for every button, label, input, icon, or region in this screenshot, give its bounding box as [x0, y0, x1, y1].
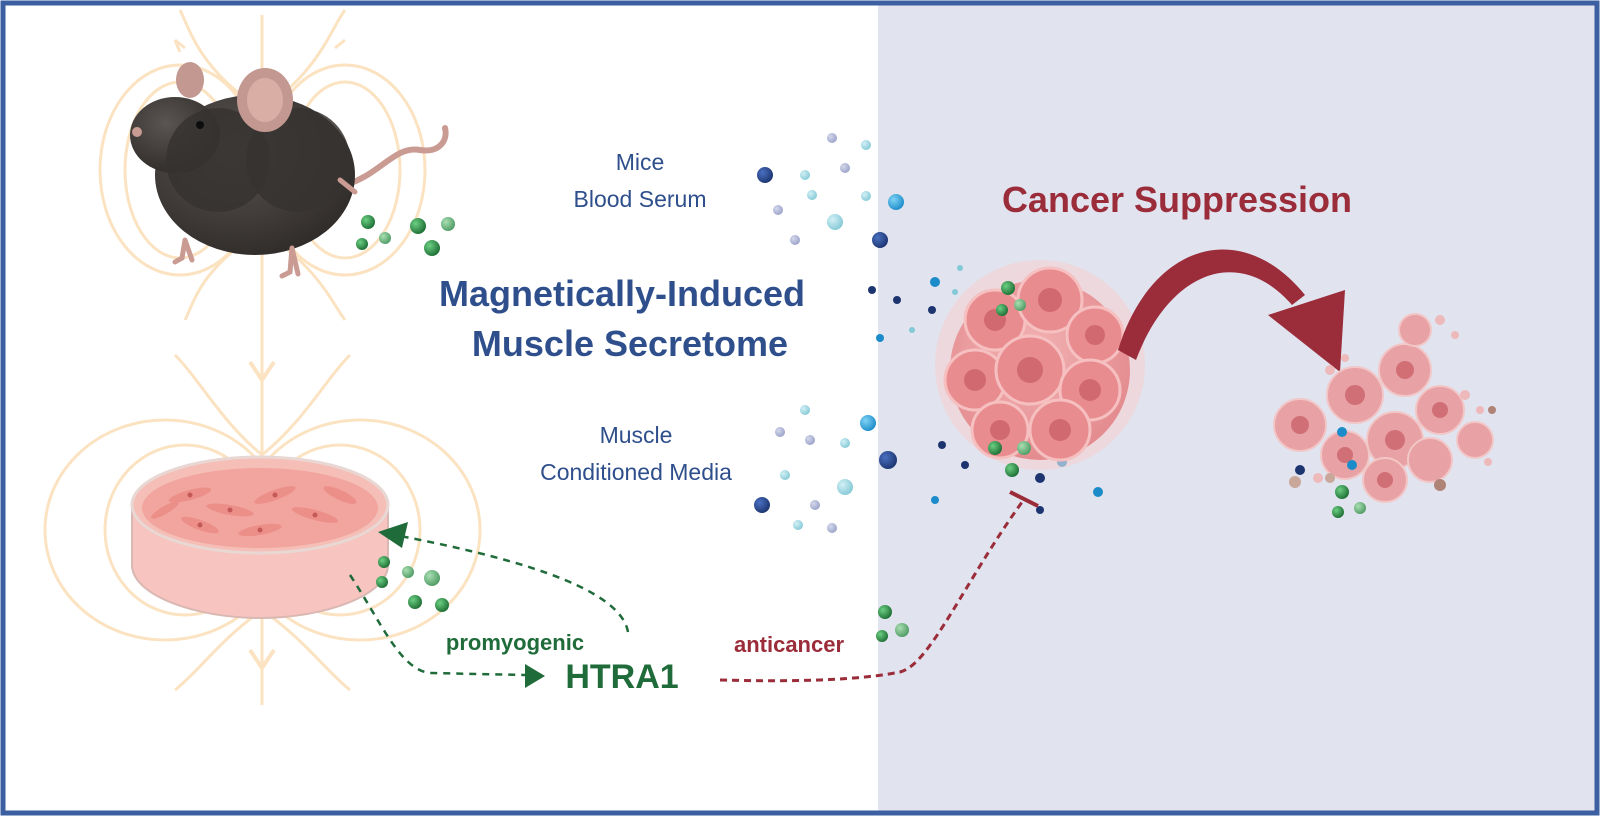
label-blood-serum: Blood Serum: [574, 186, 707, 212]
label-mice: Mice: [616, 149, 665, 175]
tumor-after: [1273, 313, 1496, 518]
secretome-particles-media: [754, 405, 897, 533]
promyogenic-arrowhead-dish: [378, 522, 408, 548]
htra1-particles-tumor: [988, 281, 1031, 477]
label-promyogenic: promyogenic: [446, 630, 584, 655]
promyogenic-feedback-arrow: [348, 533, 630, 677]
label-conditioned-media: Conditioned Media: [540, 459, 732, 485]
promyogenic-arrowhead-htra1: [525, 664, 545, 688]
tumor-before: [935, 260, 1145, 470]
htra1-particles-dish: [376, 556, 449, 612]
label-htra1: HTRA1: [565, 658, 678, 696]
inhibition-bar: [1009, 490, 1039, 508]
suppression-arrow: [1118, 249, 1345, 372]
secretome-particles-serum: [757, 133, 904, 248]
label-anticancer: anticancer: [734, 632, 844, 657]
title-cancer-suppression: Cancer Suppression: [1002, 179, 1352, 220]
htra1-particles-line: [876, 605, 909, 642]
title-muscle-secretome: Muscle Secretome: [472, 323, 788, 364]
htra1-particles-mouse: [356, 215, 455, 256]
petri-dish-illustration: [130, 455, 390, 620]
anticancer-inhibition-line: [719, 497, 1027, 683]
label-muscle: Muscle: [600, 422, 673, 448]
mouse-illustration: [130, 62, 449, 279]
title-magnetically-induced: Magnetically-Induced: [439, 273, 805, 314]
